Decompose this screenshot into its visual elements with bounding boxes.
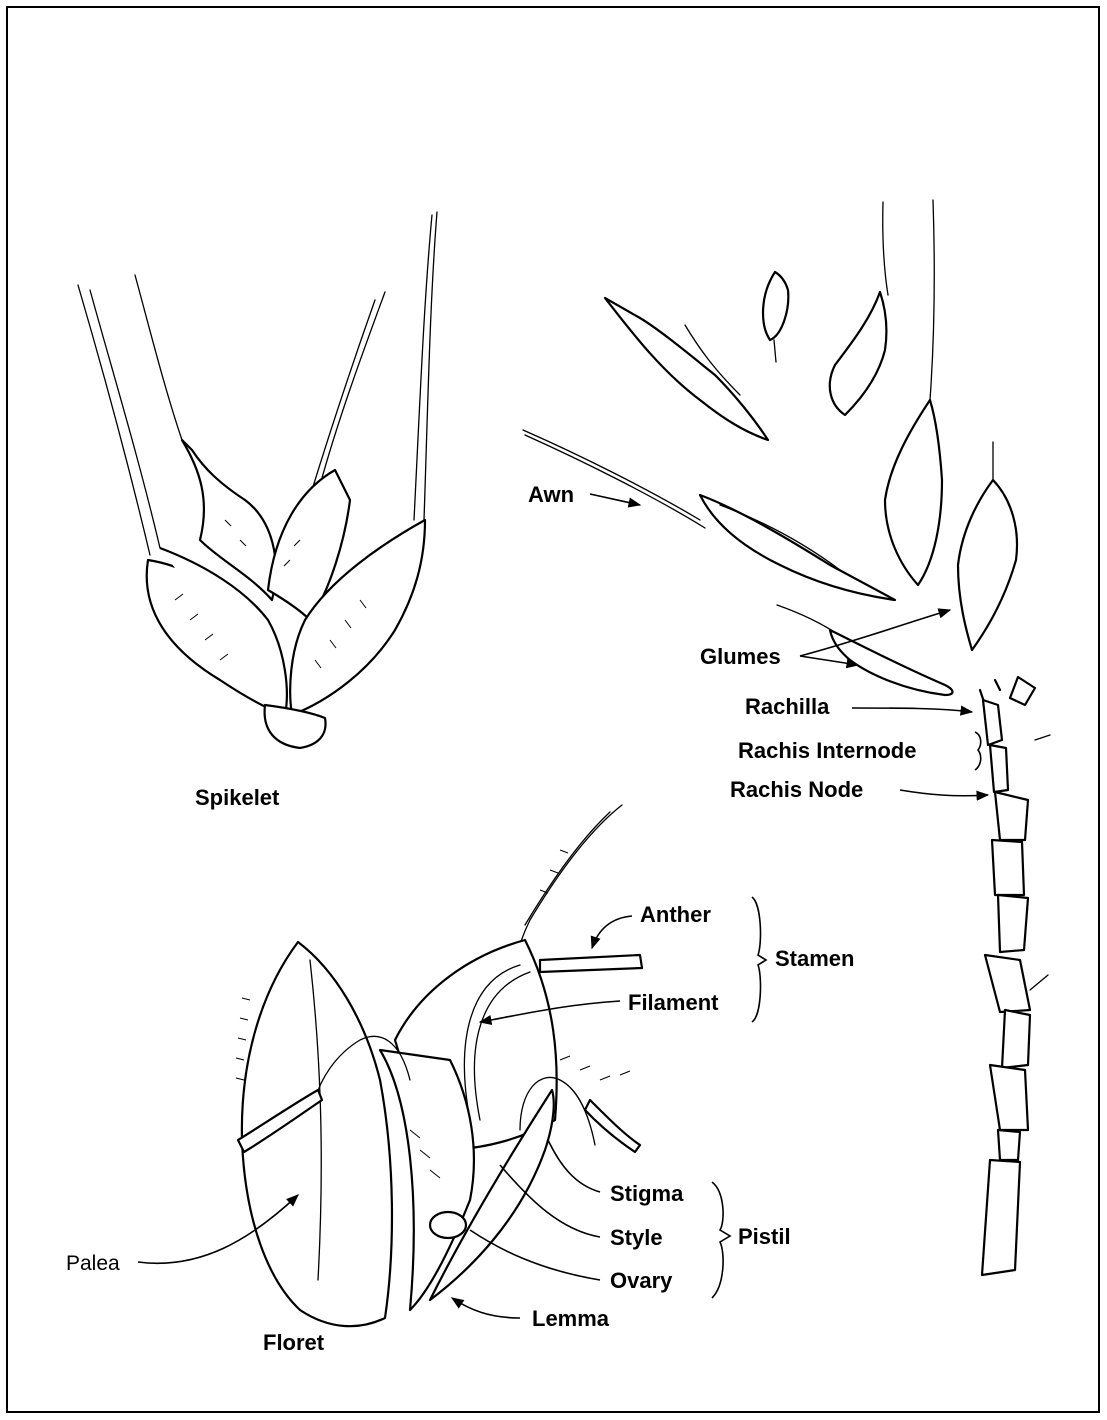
stamen-brace (752, 897, 766, 1022)
label-style: Style (610, 1225, 663, 1250)
rachis-internode-bracket (975, 732, 981, 770)
label-filament: Filament (628, 990, 719, 1015)
label-spikelet: Spikelet (195, 785, 280, 810)
floret-drawing (236, 805, 642, 1326)
label-pistil: Pistil (738, 1224, 791, 1249)
spikelet-drawing (78, 212, 437, 748)
label-rachis-node: Rachis Node (730, 777, 863, 802)
rachis-node-arrow (900, 790, 988, 796)
label-rachis-internode: Rachis Internode (738, 738, 916, 763)
awn-arrow (590, 494, 640, 505)
pistil-brace (712, 1182, 730, 1298)
label-rachilla: Rachilla (745, 694, 830, 719)
label-awn: Awn (528, 482, 574, 507)
label-anther: Anther (640, 902, 711, 927)
label-floret: Floret (263, 1330, 325, 1355)
label-stamen: Stamen (775, 946, 854, 971)
rachilla-arrow (852, 708, 972, 712)
stigma-leader (548, 1140, 600, 1192)
label-glumes: Glumes (700, 644, 781, 669)
label-stigma: Stigma (610, 1181, 684, 1206)
label-lemma: Lemma (532, 1306, 610, 1331)
label-ovary: Ovary (610, 1268, 673, 1293)
glumes-arrow-upper (800, 610, 950, 656)
anther-arrow (592, 916, 632, 948)
label-palea: Palea (66, 1252, 120, 1275)
lemma-arrow (452, 1298, 520, 1318)
